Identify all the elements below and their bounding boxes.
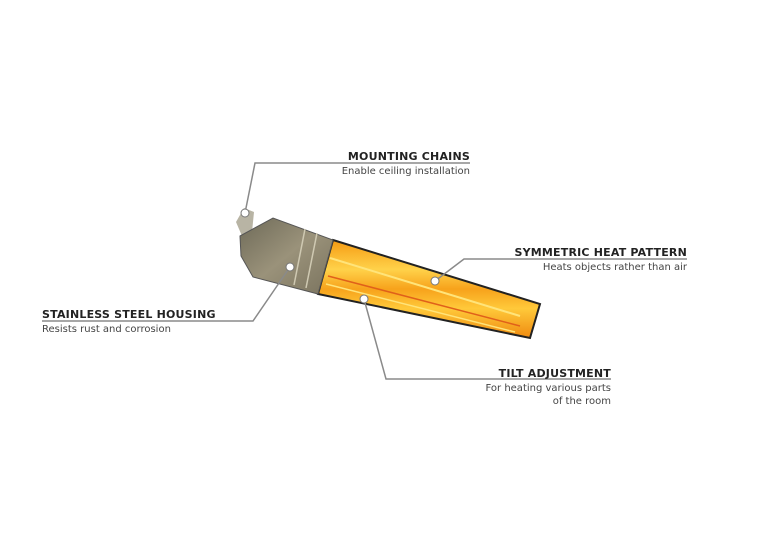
callout-title: STAINLESS STEEL HOUSING [42,308,216,321]
mounting-bracket [236,208,254,236]
callout-tilt-adjustment: TILT ADJUSTMENT For heating various part… [461,367,611,408]
callout-dots [240,208,440,304]
heat-tube [329,257,521,317]
callout-mounting-chains: MOUNTING CHAINS Enable ceiling installat… [342,150,470,178]
callout-desc: Resists rust and corrosion [42,324,171,335]
steel-housing [239,217,334,295]
leader-lines [42,162,687,380]
callout-heat-pattern: SYMMETRIC HEAT PATTERN Heats objects rat… [514,246,687,274]
callout-steel-housing: STAINLESS STEEL HOUSING Resists rust and… [42,308,216,336]
heat-tube [325,283,516,333]
callout-desc: Enable ceiling installation [341,166,470,177]
housing-seam [305,232,318,289]
callout-title: TILT ADJUSTMENT [498,367,611,380]
callout-title: MOUNTING CHAINS [347,150,470,163]
callout-title: SYMMETRIC HEAT PATTERN [514,246,687,259]
housing-seam [293,228,306,286]
callout-desc: Heats objects rather than air [542,262,687,273]
heat-tube [327,275,521,327]
callout-desc: For heating various parts of the room [485,383,611,407]
